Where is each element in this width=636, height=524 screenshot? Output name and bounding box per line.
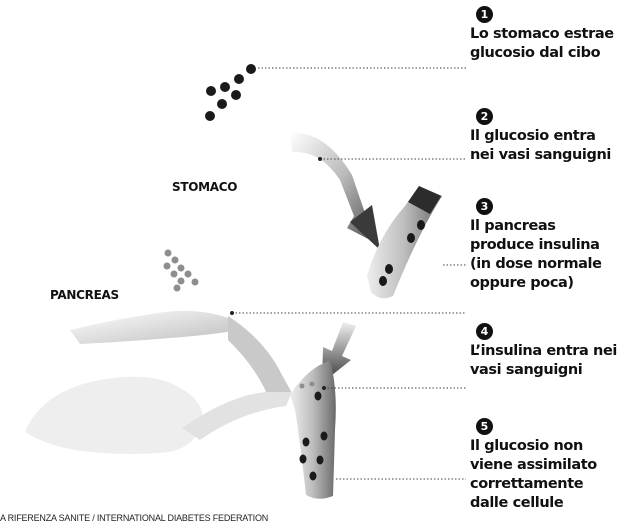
- step-3: 3 Il pancreas produce insulina (in dose …: [470, 198, 636, 293]
- insulin-dots-cluster: [164, 250, 199, 292]
- pancreas-to-vessel-tube: [228, 316, 292, 396]
- step-number-badge: 4: [476, 323, 493, 340]
- source-credit: A RIFERENZA SANITE / INTERNATIONAL DIABE…: [0, 513, 380, 524]
- step-5: 5 Il glucosio non viene assimilato corre…: [470, 418, 636, 513]
- step-1: 1 Lo stomaco estrae glucosio dal cibo: [470, 6, 636, 63]
- glucose-dot: [246, 64, 256, 74]
- pancreas-body: [70, 311, 240, 344]
- step-number-badge: 2: [476, 108, 493, 125]
- pancreas-organ: [25, 377, 202, 454]
- step-2: 2 Il glucosio entra nei vasi sanguigni: [470, 108, 636, 165]
- glucose-dot: [205, 111, 215, 121]
- step-description: Il glucosio entra nei vasi sanguigni: [470, 127, 620, 165]
- step-number-badge: 1: [476, 6, 493, 23]
- step-4: 4 L’insulina entra nei vasi sanguigni: [470, 323, 636, 380]
- step-description: L’insulina entra nei vasi sanguigni: [470, 342, 620, 380]
- stomach-label: STOMACO: [172, 180, 237, 194]
- step-number-badge: 3: [476, 198, 493, 215]
- glucose-dot: [231, 90, 241, 100]
- step-description: Il glucosio non viene assimilato corrett…: [470, 437, 600, 513]
- glucose-dot: [217, 99, 227, 109]
- glucose-dots-cluster: [205, 64, 256, 121]
- glucose-dot: [220, 82, 230, 92]
- glucose-dot: [206, 86, 216, 96]
- leader-lines: [232, 68, 466, 479]
- step-description: Lo stomaco estrae glucosio dal cibo: [470, 25, 620, 63]
- step-description: Il pancreas produce insulina (in dose no…: [470, 217, 610, 293]
- glucose-dot: [234, 74, 244, 84]
- pancreas-label: PANCREAS: [50, 288, 119, 302]
- step-number-badge: 5: [476, 418, 493, 435]
